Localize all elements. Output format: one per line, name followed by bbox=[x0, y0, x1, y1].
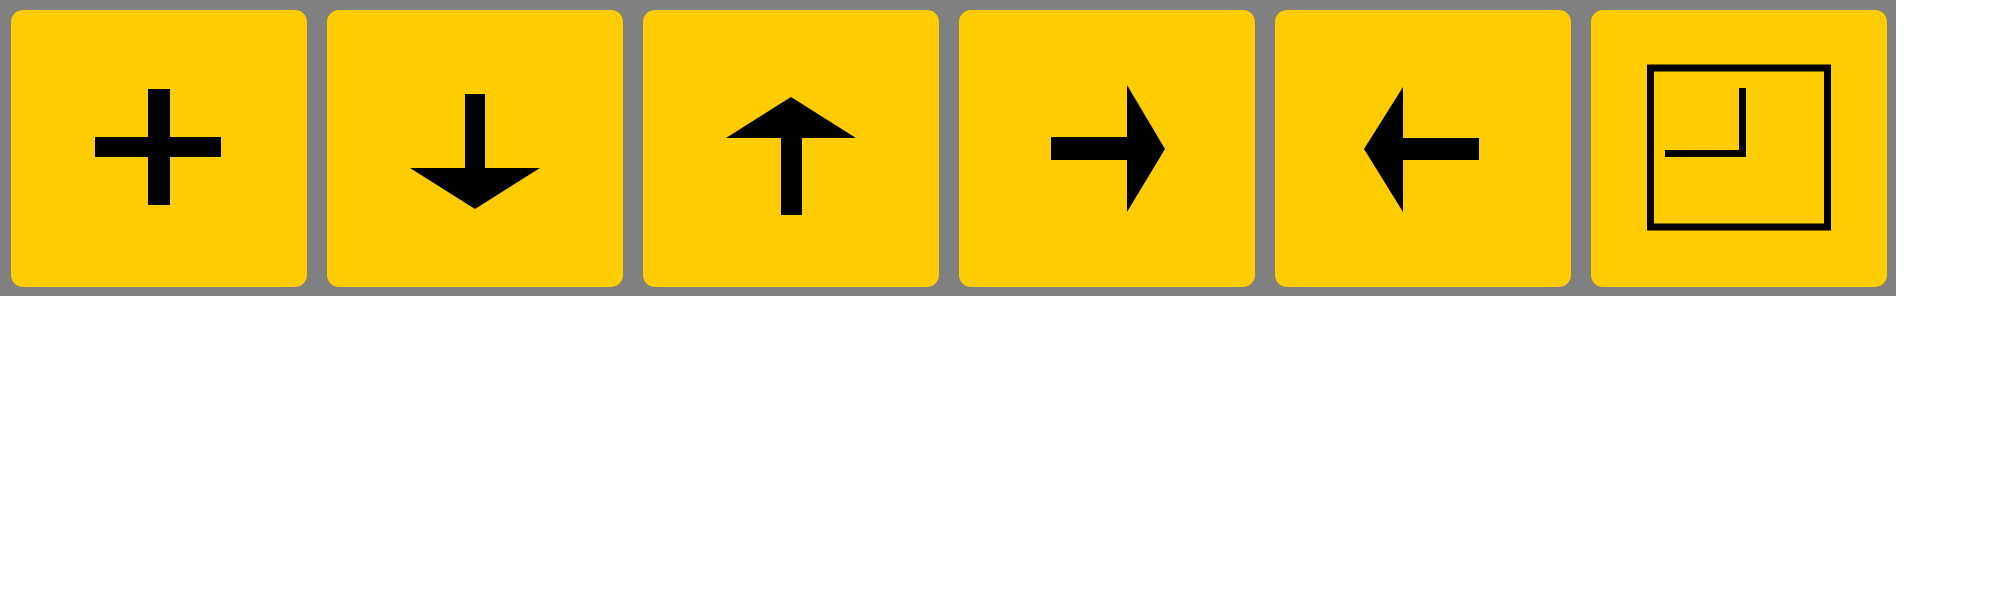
toolbar bbox=[0, 0, 1896, 296]
move-left-button[interactable] bbox=[1275, 10, 1571, 287]
plus-button[interactable] bbox=[11, 10, 307, 287]
corner-frame-icon bbox=[1647, 64, 1831, 231]
arrow-down-icon bbox=[410, 94, 540, 209]
move-down-button[interactable] bbox=[327, 10, 623, 287]
move-right-button[interactable] bbox=[959, 10, 1255, 287]
plus-icon bbox=[95, 89, 221, 205]
arrow-up-icon bbox=[726, 97, 856, 215]
arrow-left-icon bbox=[1364, 87, 1479, 212]
move-up-button[interactable] bbox=[643, 10, 939, 287]
arrow-right-icon bbox=[1051, 85, 1165, 212]
corner-frame-button[interactable] bbox=[1591, 10, 1887, 287]
